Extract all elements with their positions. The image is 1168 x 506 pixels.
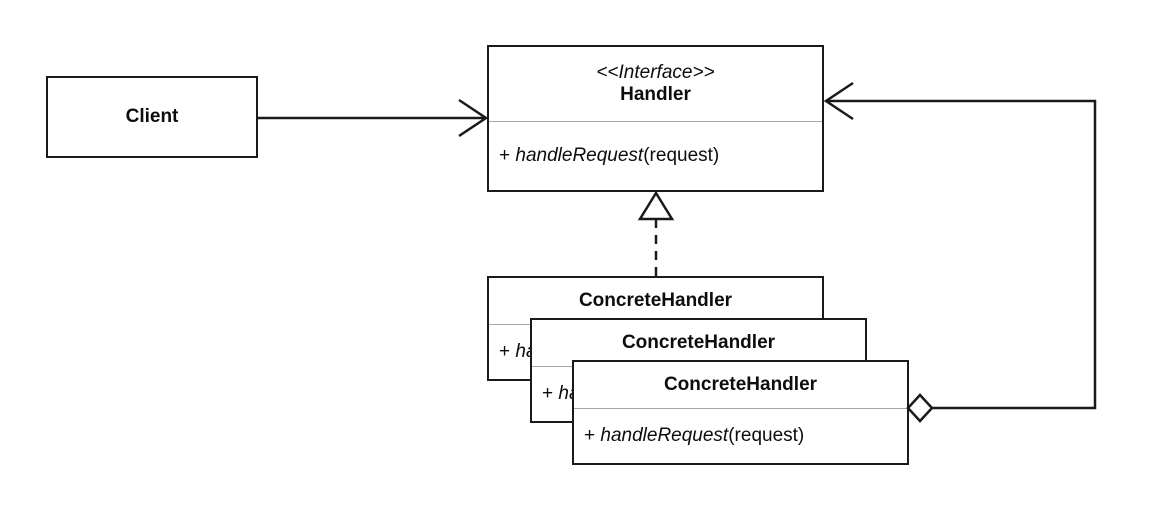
operation-args: (request) bbox=[728, 424, 805, 446]
class-name-label: ConcreteHandler bbox=[663, 373, 818, 395]
operation-row: + handleRequest(request) bbox=[574, 425, 804, 447]
class-box-client[interactable]: Client bbox=[46, 76, 258, 158]
operation-args: (request) bbox=[643, 144, 720, 166]
class-name-compartment: <<Interface>> Handler bbox=[489, 47, 822, 121]
class-name-label: ConcreteHandler bbox=[621, 331, 776, 353]
operation-name: handleRequest bbox=[515, 144, 644, 166]
open-arrow-icon bbox=[458, 98, 489, 138]
class-name-label: ConcreteHandler bbox=[578, 289, 733, 311]
edge-concrete-realizes-handler bbox=[637, 190, 675, 276]
operations-compartment: + handleRequest(request) bbox=[574, 408, 907, 462]
class-name-compartment: ConcreteHandler bbox=[532, 320, 865, 366]
class-name-label: Handler bbox=[620, 84, 691, 105]
hollow-triangle-icon bbox=[637, 190, 675, 221]
operation-visibility: + bbox=[499, 340, 511, 362]
class-name-compartment: Client bbox=[48, 78, 256, 156]
operation-name: handleRequest bbox=[600, 424, 729, 446]
class-name-compartment: ConcreteHandler bbox=[574, 362, 907, 408]
class-box-handler[interactable]: <<Interface>> Handler + handleRequest(re… bbox=[487, 45, 824, 192]
edge-concrete-aggregates-handler bbox=[823, 81, 1097, 410]
class-name-compartment: ConcreteHandler bbox=[489, 278, 822, 324]
operation-row: + handleRequest(request) bbox=[489, 145, 719, 167]
operation-visibility: + bbox=[542, 382, 554, 404]
operation-visibility: + bbox=[499, 144, 511, 166]
class-name-label: Client bbox=[125, 105, 179, 127]
aggregation-route-line bbox=[826, 99, 1097, 410]
open-arrow-icon bbox=[823, 81, 854, 121]
stereotype-label: <<Interface>> bbox=[596, 61, 715, 83]
class-box-concrete-handler-3[interactable]: ConcreteHandler + handleRequest(request) bbox=[572, 360, 909, 465]
operations-compartment: + handleRequest(request) bbox=[489, 121, 822, 189]
operation-visibility: + bbox=[584, 424, 596, 446]
edge-client-to-handler bbox=[258, 98, 489, 138]
